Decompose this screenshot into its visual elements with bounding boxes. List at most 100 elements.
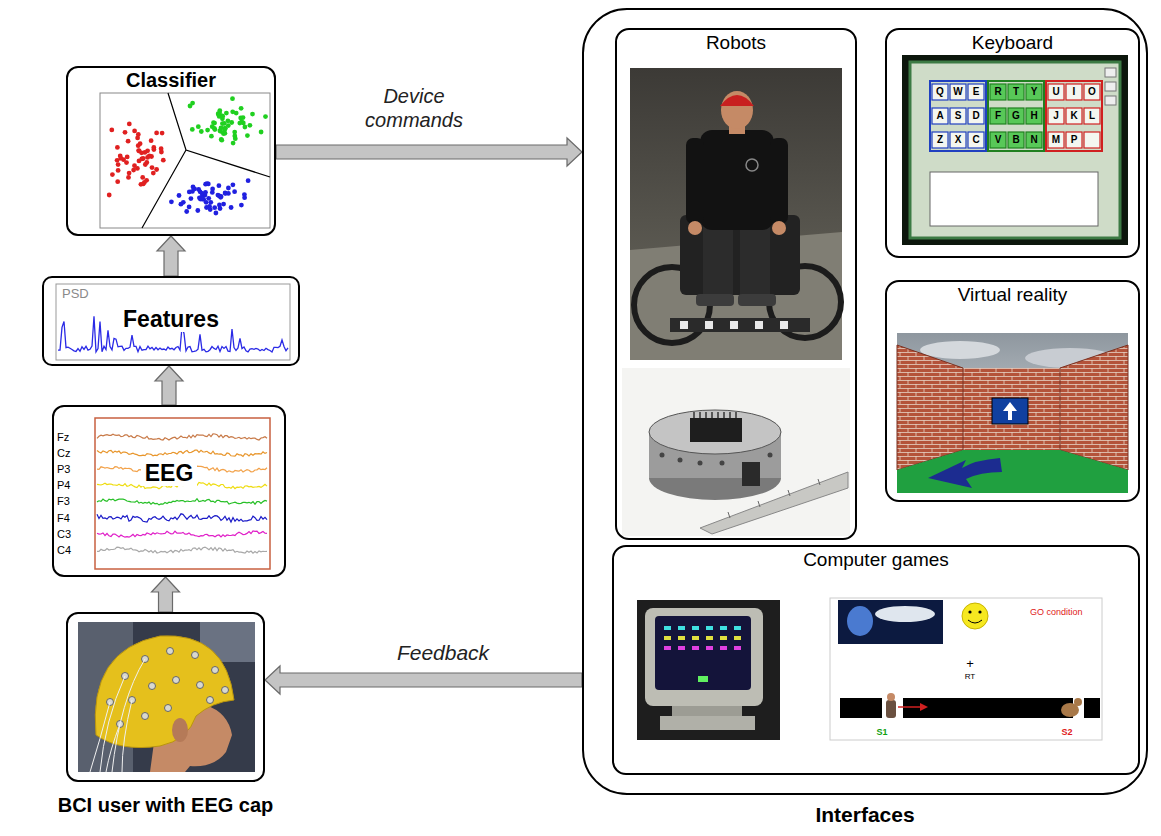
scatter-dot [259,130,264,135]
monitor-photo-part [637,600,780,740]
scatter-dot [199,129,204,134]
key-cell [1026,108,1042,124]
scatter-dot [136,132,141,137]
user-photo-part-part [222,687,229,694]
scatter-dot [131,168,136,173]
robot-photo-part [649,410,781,454]
user-photo-part-part [212,667,219,674]
user-photo-part [95,636,234,748]
scatter-dot [246,178,251,183]
eeg-trace [97,531,267,537]
scatter-dot [242,195,247,200]
eeg-trace [97,450,267,456]
scatter-dot [217,108,222,113]
game-screenshot-part [886,700,896,718]
monitor-photo-part-part [664,636,671,640]
channel-name: P3 [57,464,70,475]
robot-photo-part-part [660,453,665,458]
key-cell [1026,132,1042,148]
key-group [1046,81,1102,151]
monitor-photo-part [664,646,741,650]
monitor-photo-part [645,608,763,706]
key-cell [1066,108,1082,124]
key-letter: L [1089,111,1095,121]
monitor-photo-part-part [692,636,699,640]
monitor-photo-part-part [720,626,727,630]
scatter-dot [160,131,165,136]
scatter-dot [110,172,115,177]
game-screenshot-part [898,706,922,708]
key-cell [950,132,966,148]
edge-label: Device commands [353,84,475,132]
key-letter: K [1070,111,1077,121]
key-cell [990,108,1006,124]
scatter-dot [224,111,229,116]
scatter-dot [187,205,192,210]
scatter-plot-part [142,93,270,228]
scatter-dot [209,134,214,139]
scatter-dot [141,156,146,161]
scatter-dot [115,179,120,184]
key-letter: N [1030,135,1037,145]
monitor-photo-part-part [692,646,699,650]
game-screenshot-part [1074,698,1082,706]
scatter-dot [152,147,157,152]
scatter-dot [230,109,235,114]
user-photo-part-part [207,697,214,704]
key-letter: A [936,111,943,121]
key-letter: U [1052,87,1059,97]
game-screenshot-part [968,610,971,613]
key-cell [1008,84,1024,100]
robot-photo-part [742,462,760,486]
stimulus-label: S2 [1061,728,1072,737]
key-cell [1066,84,1082,100]
scatter-dot [149,138,154,143]
wheelchair-photo-part [740,226,770,298]
wheelchair-photo-part [703,226,733,298]
scatter-dot [212,205,217,210]
block-arrow [155,366,183,405]
game-screenshot-part [830,598,1102,740]
wheelchair-photo-part [738,294,776,306]
key-letter: M [1052,135,1060,145]
wheelchair-photo [630,68,842,360]
key-letter: P [1071,135,1078,145]
scatter-dot [248,123,253,128]
node-title: Features [119,306,223,332]
scatter-dot [226,123,231,128]
key-cell [990,84,1006,100]
scatter-dot [189,196,194,201]
scatter-dot [126,139,131,144]
vr-screenshot-part [897,333,1128,493]
key-cell [1048,108,1064,124]
key-letter: F [995,111,1001,121]
key-cell [1084,108,1100,124]
scatter-dot [263,114,268,119]
key-letter: C [972,135,979,145]
vr-screenshot-part [992,398,1028,424]
scatter-dot [233,136,238,141]
key-cell [950,108,966,124]
scatter-dot [250,112,255,117]
scatter-dot [127,171,132,176]
monitor-photo-part-part [706,636,713,640]
scatter-dot [132,129,137,134]
scatter-dot [204,200,209,205]
vr-screenshot-part [1060,345,1128,470]
monitor-photo-part-part [692,626,699,630]
scatter-dot [206,196,211,201]
key-cell [1084,84,1100,100]
key-letter: G [1012,111,1020,121]
scatter-dot [150,165,155,170]
vr-screenshot-part [928,458,1002,488]
channel-name: Cz [57,448,70,459]
scatter-dot [226,186,231,191]
scatter-dot [141,182,146,187]
key-group [930,81,986,151]
game-screenshot-part [887,693,895,701]
key-cell [1066,132,1082,148]
user-photo-part-part [192,652,199,659]
key-cell [1048,84,1064,100]
scatter-dot [140,175,145,180]
key-letter: J [1053,111,1059,121]
